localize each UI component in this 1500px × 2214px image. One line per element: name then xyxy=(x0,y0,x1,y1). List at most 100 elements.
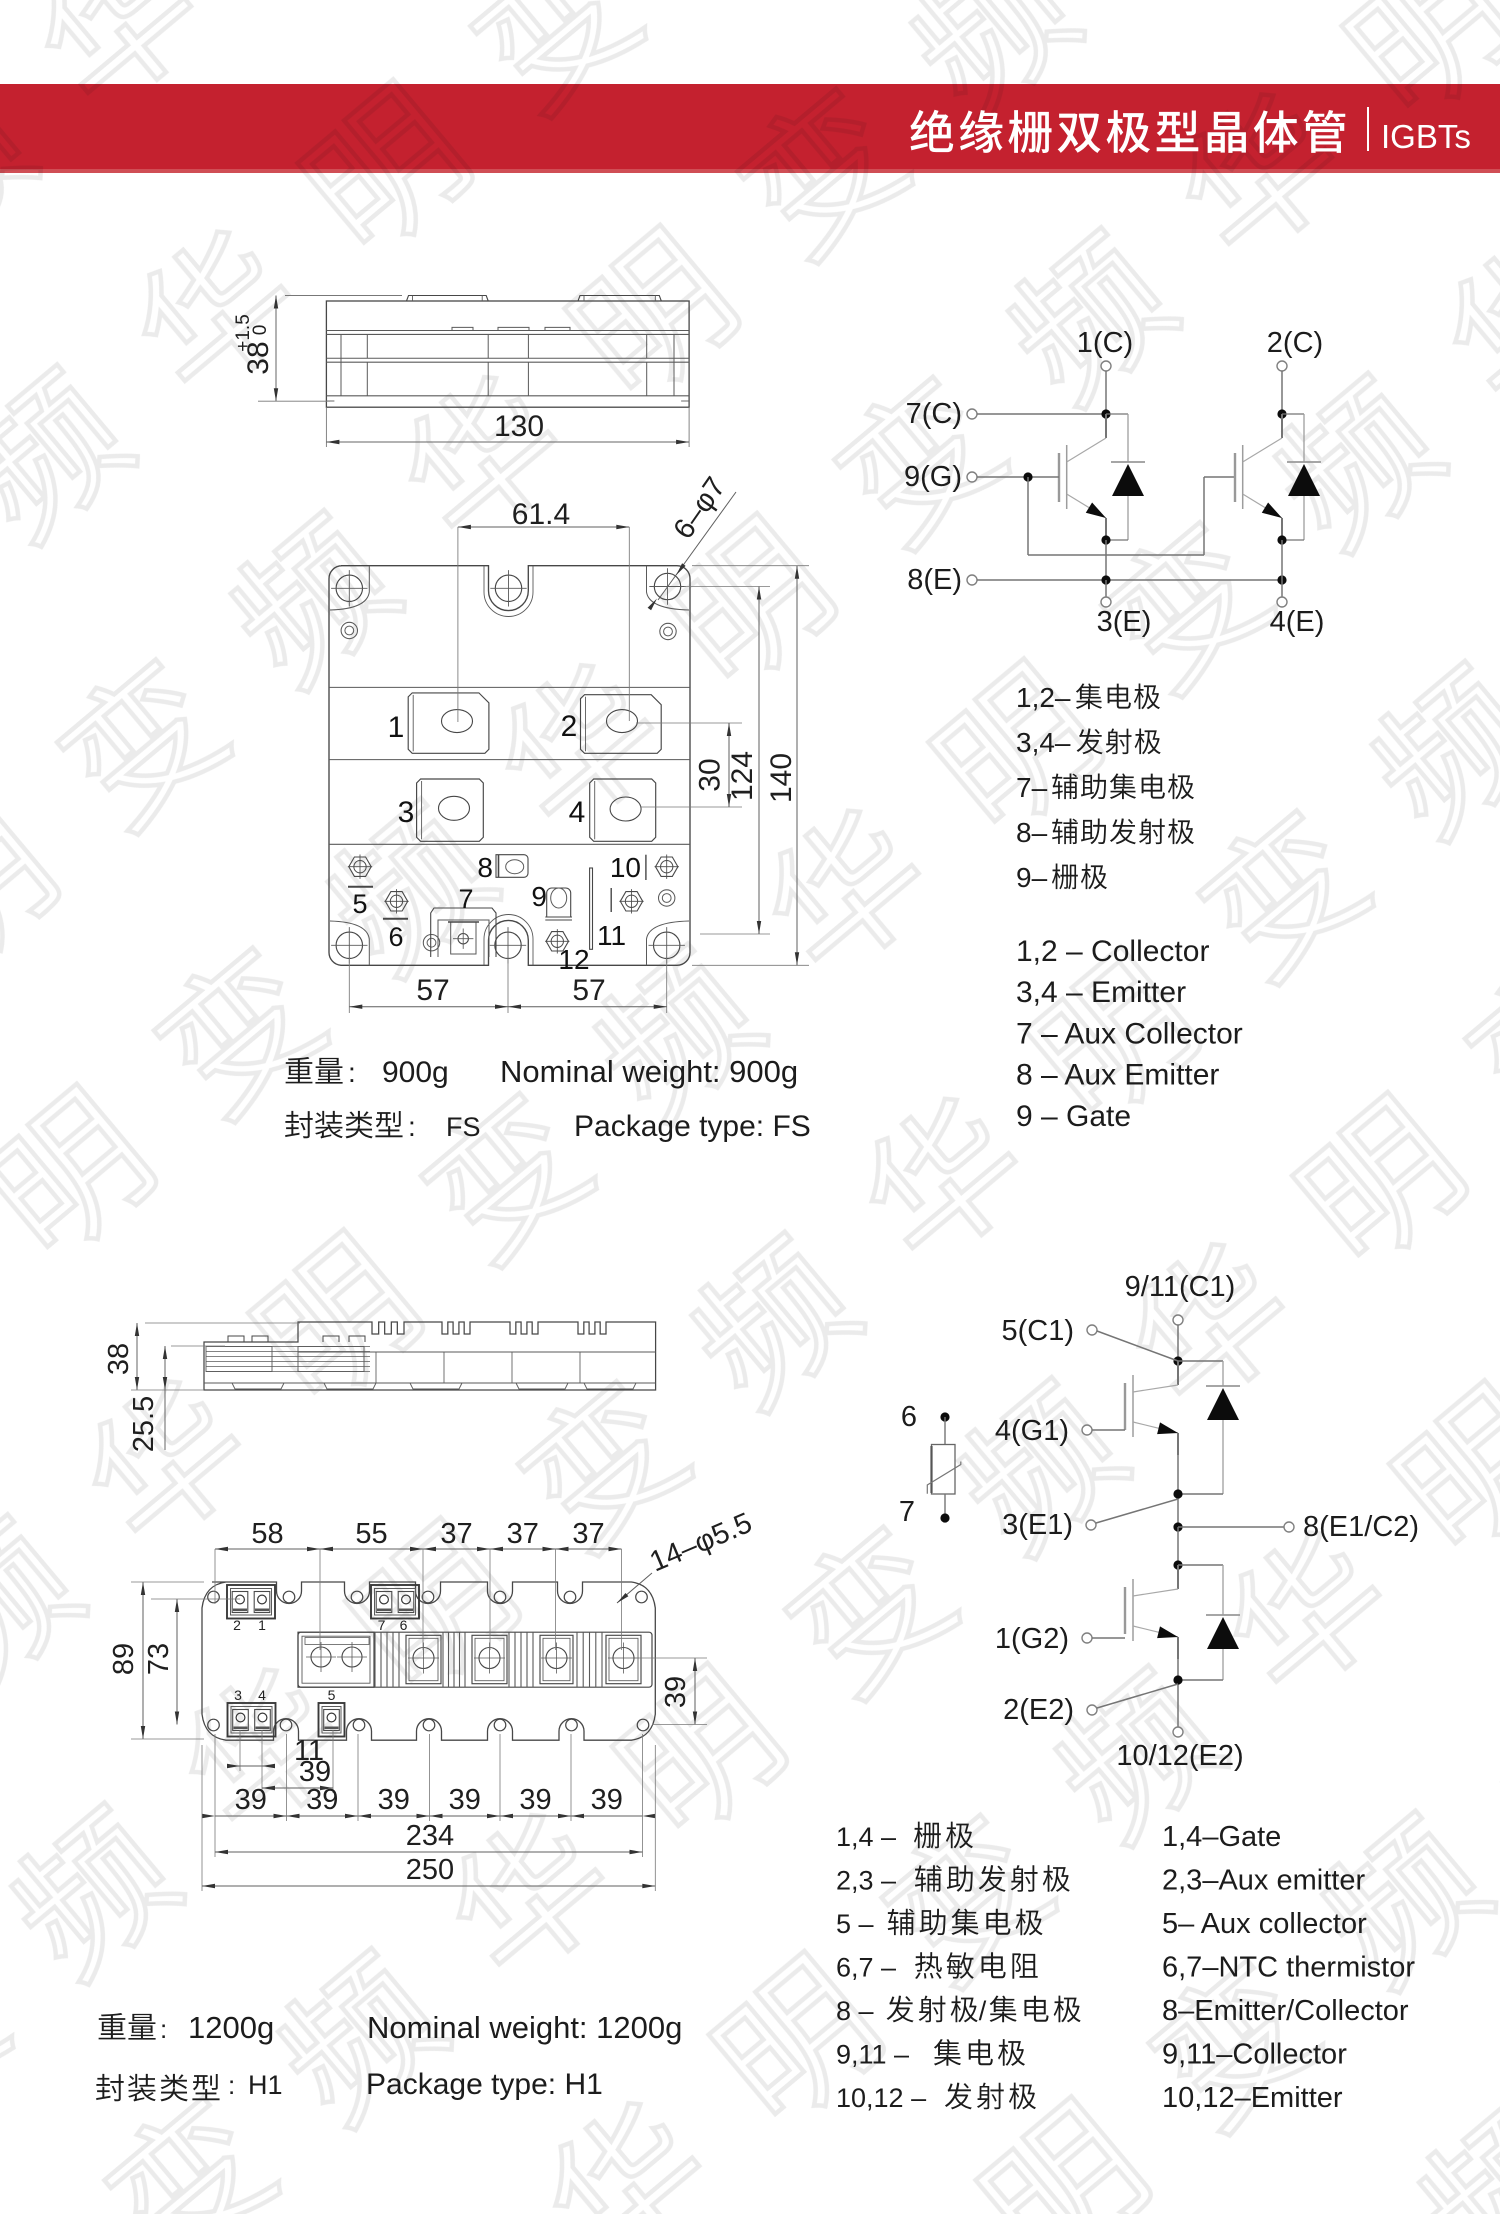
svg-text:5 –: 5 – xyxy=(836,1909,874,1939)
svg-text:55: 55 xyxy=(355,1518,387,1550)
svg-text:6: 6 xyxy=(400,1617,408,1633)
svg-text:11: 11 xyxy=(294,1735,324,1767)
svg-text:1,2 – Collector: 1,2 – Collector xyxy=(1016,935,1209,968)
svg-text:H1: H1 xyxy=(248,2070,283,2100)
svg-text:5(C1): 5(C1) xyxy=(1001,1315,1074,1347)
svg-text:57: 57 xyxy=(416,974,449,1007)
svg-text:3: 3 xyxy=(234,1687,242,1703)
svg-text::: : xyxy=(228,2070,235,2100)
svg-text:2(E2): 2(E2) xyxy=(1003,1694,1074,1726)
svg-text:39: 39 xyxy=(378,1784,410,1816)
svg-text:10,12–Emitter: 10,12–Emitter xyxy=(1162,2082,1343,2114)
svg-text:8–Emitter/Collector: 8–Emitter/Collector xyxy=(1162,1995,1409,2027)
svg-text::: : xyxy=(160,2014,167,2044)
svg-text:5– Aux collector: 5– Aux collector xyxy=(1162,1908,1367,1940)
svg-text:6: 6 xyxy=(901,1401,917,1433)
svg-text:8(E): 8(E) xyxy=(907,564,962,596)
svg-text:38: 38 xyxy=(242,341,275,374)
svg-text:39: 39 xyxy=(519,1784,551,1816)
svg-text:3: 3 xyxy=(398,796,415,829)
svg-text:6–φ7: 6–φ7 xyxy=(668,472,733,545)
svg-text:234: 234 xyxy=(406,1820,454,1852)
svg-text:7 – Aux Collector: 7 – Aux Collector xyxy=(1016,1017,1243,1050)
svg-text:39: 39 xyxy=(299,1756,331,1788)
svg-text:IGBTs: IGBTs xyxy=(1381,118,1471,155)
svg-text:900g: 900g xyxy=(382,1056,449,1089)
svg-text:5: 5 xyxy=(352,889,367,919)
svg-text:9–: 9– xyxy=(1016,862,1048,893)
svg-text:37: 37 xyxy=(440,1518,472,1550)
svg-text:2: 2 xyxy=(233,1617,241,1633)
svg-text:12: 12 xyxy=(558,944,589,975)
svg-text:30: 30 xyxy=(694,758,727,791)
svg-text:1: 1 xyxy=(388,711,405,744)
svg-text:Package type: FS: Package type: FS xyxy=(574,1110,811,1143)
svg-text:130: 130 xyxy=(494,410,544,443)
svg-text:9 – Gate: 9 – Gate xyxy=(1016,1100,1131,1133)
svg-text:5: 5 xyxy=(328,1687,336,1703)
svg-text:7–: 7– xyxy=(1016,772,1048,803)
svg-text:Package type: H1: Package type: H1 xyxy=(366,2068,603,2101)
svg-text:10/12(E2): 10/12(E2) xyxy=(1116,1740,1243,1772)
svg-text:1200g: 1200g xyxy=(188,2010,274,2045)
svg-text:1(G2): 1(G2) xyxy=(995,1623,1069,1655)
svg-text:39: 39 xyxy=(235,1784,267,1816)
svg-text:6: 6 xyxy=(388,922,403,952)
svg-text:58: 58 xyxy=(251,1518,283,1550)
svg-text:10,12 –: 10,12 – xyxy=(836,2083,926,2113)
svg-text:25.5: 25.5 xyxy=(128,1396,160,1452)
svg-text:39: 39 xyxy=(306,1784,338,1816)
svg-text:10: 10 xyxy=(610,852,641,883)
svg-text:6,7 –: 6,7 – xyxy=(836,1953,896,1983)
svg-text:38: 38 xyxy=(103,1343,135,1375)
svg-text:9,11–Collector: 9,11–Collector xyxy=(1162,2039,1347,2071)
svg-text:9(G): 9(G) xyxy=(904,461,962,493)
svg-text:3(E1): 3(E1) xyxy=(1002,1509,1073,1541)
svg-text::: : xyxy=(348,1057,356,1088)
svg-text:2(C): 2(C) xyxy=(1267,327,1323,359)
svg-text:4(E): 4(E) xyxy=(1270,606,1325,638)
svg-text:3(E): 3(E) xyxy=(1097,606,1152,638)
svg-text:1(C): 1(C) xyxy=(1077,327,1133,359)
svg-text:61.4: 61.4 xyxy=(512,498,570,531)
svg-text:7: 7 xyxy=(458,884,473,914)
svg-text:8–: 8– xyxy=(1016,817,1048,848)
svg-text:3,4–: 3,4– xyxy=(1016,727,1071,758)
svg-text:FS: FS xyxy=(446,1112,481,1142)
svg-text:7(C): 7(C) xyxy=(906,398,962,430)
svg-text:/: / xyxy=(979,1996,987,2026)
svg-text:2,3 –: 2,3 – xyxy=(836,1866,896,1896)
svg-text:6,7–NTC thermistor: 6,7–NTC thermistor xyxy=(1162,1952,1415,1984)
svg-text:7: 7 xyxy=(378,1617,386,1633)
svg-text:37: 37 xyxy=(572,1518,604,1550)
svg-text::: : xyxy=(408,1111,416,1142)
svg-text:2: 2 xyxy=(561,710,578,743)
svg-text:+1.5: +1.5 xyxy=(233,314,254,352)
svg-text:1,2–: 1,2– xyxy=(1016,682,1071,713)
svg-text:39: 39 xyxy=(660,1676,692,1708)
svg-text:89: 89 xyxy=(108,1643,140,1675)
svg-text:124: 124 xyxy=(726,751,759,801)
svg-text:9/11(C1): 9/11(C1) xyxy=(1125,1271,1236,1303)
svg-text:2,3–Aux emitter: 2,3–Aux emitter xyxy=(1162,1865,1365,1897)
svg-text:11: 11 xyxy=(597,920,626,951)
svg-text:4: 4 xyxy=(569,796,586,829)
svg-text:39: 39 xyxy=(591,1784,623,1816)
svg-text:57: 57 xyxy=(572,974,605,1007)
svg-text:37: 37 xyxy=(507,1518,539,1550)
svg-text:140: 140 xyxy=(765,753,798,803)
svg-text:Nominal weight: 1200g: Nominal weight: 1200g xyxy=(367,2010,682,2045)
svg-text:8 –: 8 – xyxy=(836,1996,874,2026)
svg-text:3,4 – Emitter: 3,4 – Emitter xyxy=(1016,976,1186,1009)
svg-text:4: 4 xyxy=(258,1687,266,1703)
svg-text:14–φ5.5: 14–φ5.5 xyxy=(645,1507,756,1578)
svg-text:8(E1/C2): 8(E1/C2) xyxy=(1303,1511,1419,1543)
svg-text:7: 7 xyxy=(899,1496,915,1528)
svg-text:Nominal weight: 900g: Nominal weight: 900g xyxy=(500,1054,798,1089)
svg-text:8 – Aux Emitter: 8 – Aux Emitter xyxy=(1016,1059,1219,1092)
svg-text:250: 250 xyxy=(406,1854,454,1886)
svg-text:73: 73 xyxy=(143,1643,175,1675)
svg-text:9,11 –: 9,11 – xyxy=(836,2040,909,2070)
svg-text:9: 9 xyxy=(531,881,547,912)
svg-text:1,4–Gate: 1,4–Gate xyxy=(1162,1821,1281,1853)
